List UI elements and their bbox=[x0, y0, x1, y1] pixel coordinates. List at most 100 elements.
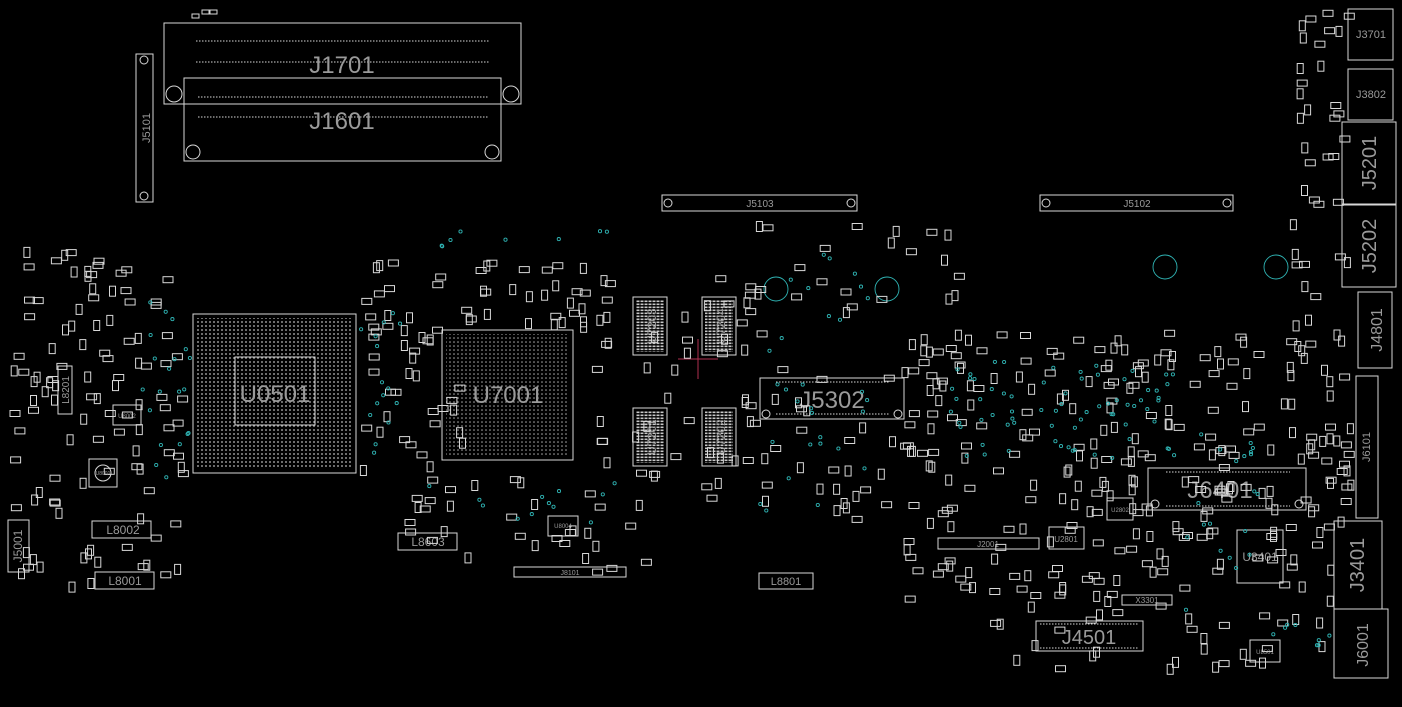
smd-pad bbox=[1073, 336, 1085, 344]
connector-j3802[interactable]: J3802 bbox=[1347, 68, 1394, 121]
smd-pad bbox=[445, 486, 456, 494]
smd-pad bbox=[13, 352, 25, 360]
smd-pad bbox=[1009, 450, 1021, 458]
chip-u7202[interactable]: U7202 bbox=[701, 407, 737, 467]
chip-u7001[interactable]: U7001 bbox=[441, 329, 574, 461]
smd-pad bbox=[796, 462, 804, 474]
smd-pad bbox=[552, 262, 564, 270]
smd-pad bbox=[1092, 539, 1104, 547]
smd-pad bbox=[1172, 521, 1180, 533]
connector-j5101[interactable]: J5101 bbox=[135, 53, 154, 203]
smd-pad bbox=[440, 526, 448, 538]
smd-pad bbox=[1267, 556, 1279, 564]
smd-pad bbox=[944, 557, 956, 565]
smd-pad bbox=[1322, 153, 1334, 161]
smd-pad bbox=[1185, 613, 1193, 625]
chip-u8002[interactable]: U8002 bbox=[112, 404, 142, 426]
via bbox=[982, 452, 987, 457]
j5101-label: J5101 bbox=[141, 113, 153, 143]
smd-pad bbox=[1337, 516, 1345, 528]
smd-pad bbox=[1019, 523, 1027, 535]
connector-j5202[interactable]: J5202 bbox=[1341, 204, 1397, 288]
via bbox=[503, 237, 508, 242]
smd-pad bbox=[683, 347, 691, 359]
inductor-l8001[interactable]: L8001 bbox=[94, 571, 155, 590]
chip-u8004[interactable]: U8004 bbox=[547, 515, 579, 537]
via bbox=[381, 320, 386, 325]
smd-pad bbox=[1332, 198, 1344, 206]
smd-pad bbox=[1266, 533, 1278, 540]
chip-u8001[interactable]: U8001 bbox=[88, 458, 118, 488]
smd-pad bbox=[1243, 368, 1251, 380]
chip-u2801[interactable]: U2801 bbox=[1048, 526, 1085, 550]
chip-u7203[interactable]: U7203 bbox=[632, 296, 668, 356]
smd-pad bbox=[1114, 547, 1126, 555]
connector-j3701[interactable]: J3701 bbox=[1347, 8, 1394, 61]
smd-pad bbox=[87, 578, 95, 589]
smd-pad bbox=[432, 281, 444, 289]
connector-j5102[interactable]: J5102 bbox=[1039, 194, 1234, 212]
smd-pad bbox=[908, 339, 916, 351]
connector-j5201[interactable]: J5201 bbox=[1341, 121, 1397, 205]
smd-pad bbox=[960, 583, 972, 591]
inductor-l8002[interactable]: L8002 bbox=[91, 520, 152, 539]
smd-pad bbox=[541, 289, 549, 301]
smd-pad bbox=[794, 264, 806, 272]
smd-pad bbox=[75, 303, 83, 315]
connector-j3401[interactable]: J3401 bbox=[1333, 520, 1383, 610]
smd-pad bbox=[1156, 548, 1164, 560]
smd-pad bbox=[1062, 389, 1069, 401]
smd-pad bbox=[412, 370, 420, 382]
connector-j2001[interactable]: J2001 bbox=[937, 537, 1040, 550]
inductor-l8201[interactable]: L8201 bbox=[57, 365, 73, 415]
via bbox=[1283, 625, 1288, 630]
via bbox=[1248, 452, 1254, 457]
via bbox=[783, 387, 789, 392]
dimm-slot-j1601[interactable]: J1601 bbox=[183, 77, 502, 162]
smd-pad bbox=[471, 480, 479, 491]
smd-pad bbox=[123, 337, 135, 345]
connector-j6001[interactable]: J6001 bbox=[1333, 608, 1389, 679]
smd-pad bbox=[859, 422, 867, 434]
inductor-l8603[interactable]: L8603 bbox=[397, 532, 458, 551]
via bbox=[767, 348, 772, 353]
connector-j5302[interactable]: J5302 bbox=[759, 377, 905, 420]
via bbox=[826, 314, 831, 319]
connector-j4801[interactable]: J4801 bbox=[1357, 291, 1393, 369]
smd-pad bbox=[625, 522, 637, 530]
dimm-slot-j1701[interactable]: J1701 bbox=[163, 9, 522, 105]
smd-pad bbox=[926, 517, 934, 529]
via bbox=[1092, 452, 1097, 457]
smd-pad bbox=[990, 373, 998, 384]
smd-pad bbox=[80, 552, 88, 564]
chip-u7201[interactable]: U7201 bbox=[632, 407, 668, 467]
smd-pad bbox=[29, 554, 37, 566]
chip-u0501[interactable]: U0501 bbox=[192, 313, 357, 474]
crystal-x3301[interactable]: X3301 bbox=[1121, 594, 1173, 606]
smd-pad bbox=[976, 347, 988, 355]
via bbox=[1002, 359, 1007, 365]
inductor-l8801[interactable]: L8801 bbox=[758, 572, 814, 590]
smd-pad bbox=[876, 295, 888, 303]
smd-pad bbox=[177, 470, 189, 478]
connector-j6101[interactable]: J6101 bbox=[1355, 375, 1379, 519]
smd-pad bbox=[1328, 153, 1340, 160]
smd-pad bbox=[1300, 496, 1312, 504]
chip-u7204[interactable]: U7204 bbox=[701, 296, 737, 356]
chip-u2802[interactable]: U2802 bbox=[1106, 497, 1134, 521]
via bbox=[1063, 391, 1068, 396]
smd-pad bbox=[1298, 20, 1306, 32]
connector-j8101[interactable]: J8101 bbox=[513, 566, 627, 578]
connector-j5103[interactable]: J5103 bbox=[661, 194, 858, 212]
smd-pad bbox=[1154, 354, 1162, 366]
smd-pad bbox=[1270, 530, 1277, 542]
via bbox=[1165, 382, 1170, 387]
smd-pad bbox=[368, 353, 380, 361]
j4801-label: J4801 bbox=[1369, 308, 1386, 352]
smd-pad bbox=[745, 402, 757, 410]
smd-pad bbox=[901, 367, 909, 379]
chip-u3401[interactable]: U3401 bbox=[1236, 529, 1284, 584]
connector-j4501[interactable]: J4501 bbox=[1035, 620, 1144, 652]
smd-pad bbox=[382, 322, 394, 330]
